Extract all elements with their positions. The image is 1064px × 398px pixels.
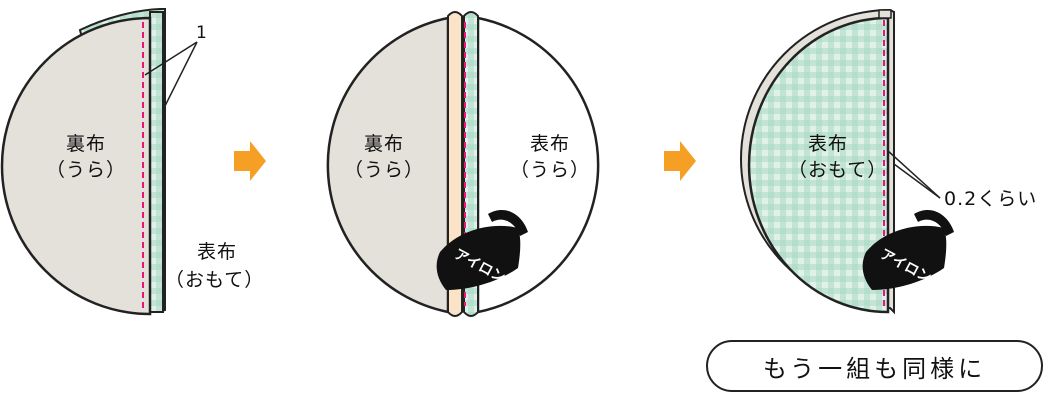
outer-sub-label: （おもて） — [788, 159, 887, 181]
iron-icon: アイロン — [862, 210, 954, 290]
callout-line — [886, 149, 941, 199]
step3-figure: 0.2くらい アイロン 表布 （おもて） — [740, 8, 1037, 315]
lining-sub-label: （うら） — [344, 159, 424, 181]
arrow-right-icon — [664, 141, 696, 181]
measure-label: 0.2くらい — [944, 188, 1037, 210]
lining-fabric — [326, 16, 450, 314]
outer-fabric-strip — [149, 11, 164, 313]
lining-label: 裏布 — [364, 133, 404, 155]
outer-sub-label: （おもて） — [165, 269, 264, 291]
iron-icon: アイロン — [436, 210, 528, 290]
lining-label: 裏布 — [66, 133, 106, 155]
outer-label: 表布 — [197, 241, 237, 263]
step2-figure: アイロン 裏布 （うら） 表布 （うら） — [326, 11, 600, 317]
step1-figure: 1 裏布 （うら） 表布 （おもて） — [0, 8, 264, 316]
outer-label: 表布 — [808, 133, 848, 155]
outer-label: 表布 — [530, 133, 570, 155]
callout-line — [144, 41, 198, 76]
outer-sub-label: （うら） — [510, 159, 590, 181]
fold-tab — [878, 9, 892, 19]
repeat-note: もう一組も同様に — [706, 340, 1043, 392]
arrow-right-icon — [234, 141, 266, 181]
lining-sub-label: （うら） — [46, 159, 126, 181]
outer-fabric — [747, 16, 890, 314]
callout-line — [162, 41, 198, 111]
callout-number: 1 — [196, 23, 207, 43]
callout-line — [893, 163, 941, 199]
lining-fabric — [0, 16, 152, 316]
